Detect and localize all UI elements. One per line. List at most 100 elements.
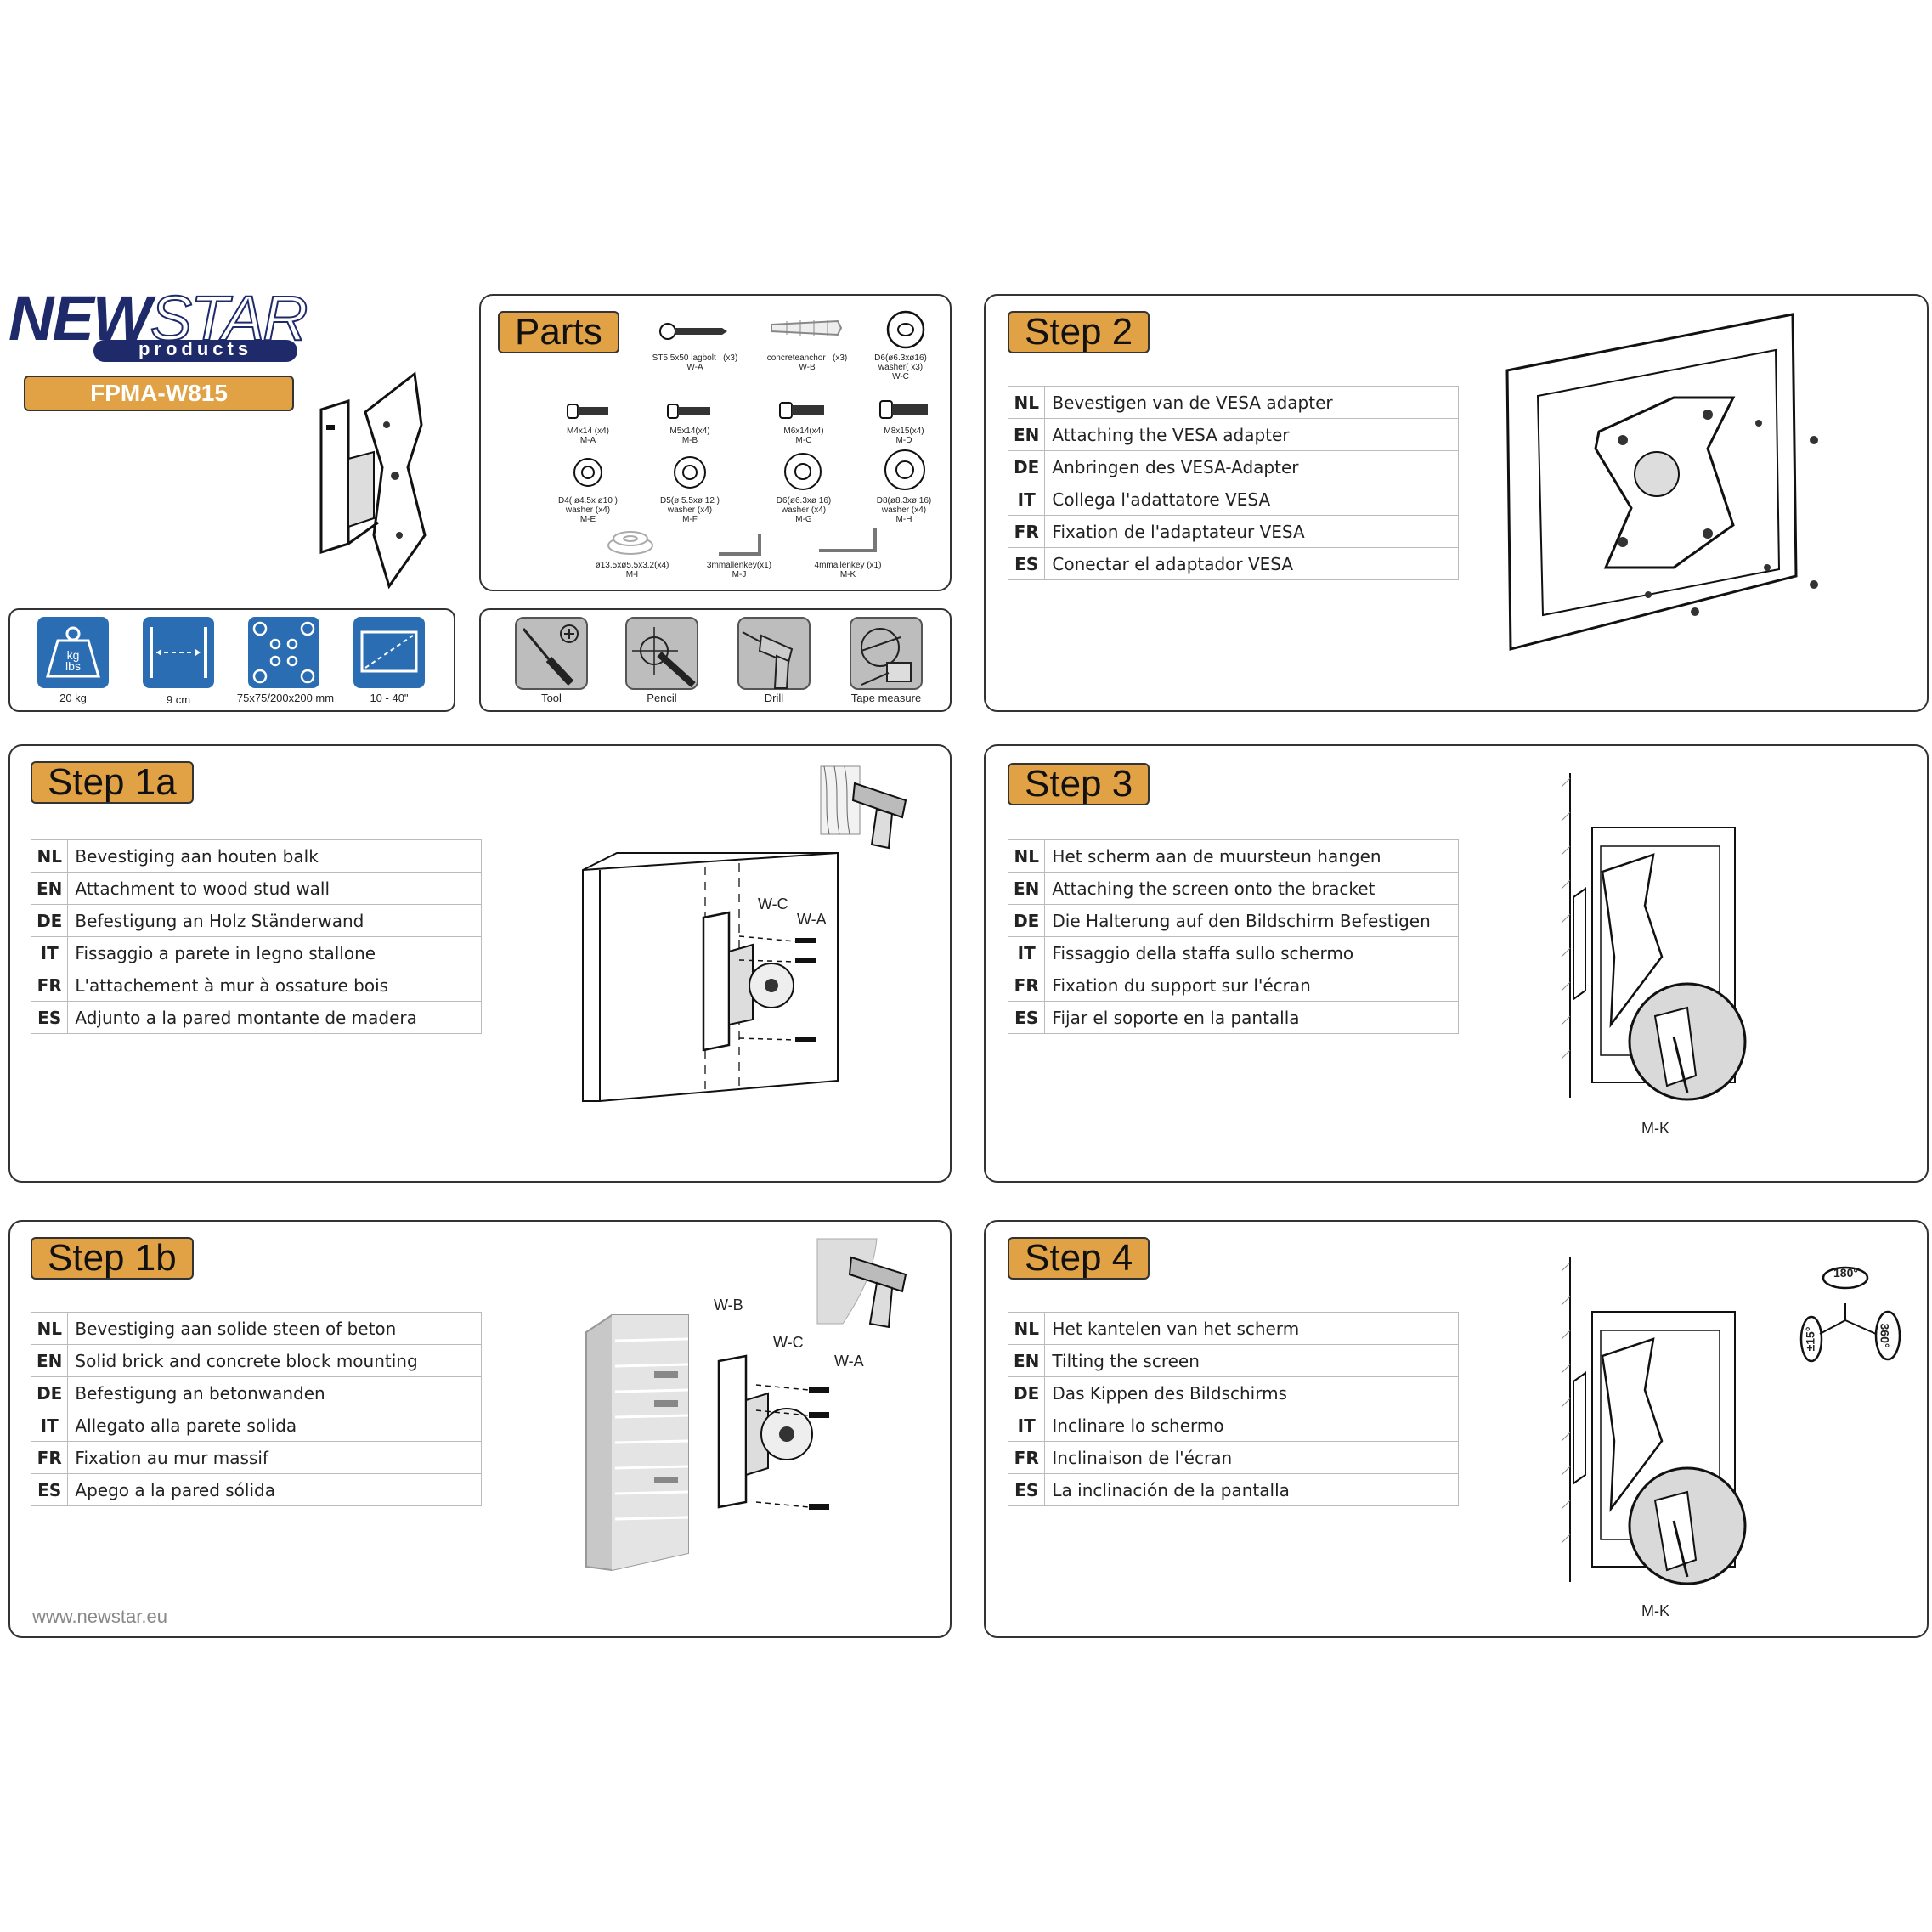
lang-text: Fixation au mur massif [67, 1441, 483, 1474]
brand-logo: NEWSTAR products [8, 286, 314, 364]
lang-code: ES [1007, 1001, 1046, 1034]
lang-code: NL [1007, 1312, 1046, 1345]
lang-code: IT [1007, 483, 1046, 516]
tape-measure-icon [850, 617, 923, 690]
part-mi: ø13.5xø5.5x3.2(x4)M-I [595, 561, 669, 579]
lang-text: Fijar el soporte en la pantalla [1044, 1001, 1460, 1034]
part-me: D4( ø4.5x ø10 )washer (x4)M-E [557, 496, 619, 524]
lang-text: Fissaggio della staffa sullo schermo [1044, 936, 1460, 969]
weight-kg: kg [66, 648, 80, 662]
lang-code: DE [1007, 1376, 1046, 1409]
step4-callout-mk: M-K [1641, 1602, 1669, 1619]
step1b-drill-inset [816, 1238, 907, 1329]
part-wb: concreteanchor (x3)W-B [766, 353, 848, 372]
part-wa: ST5.5x50 lagbolt (x3)W-A [652, 353, 738, 372]
step3-title: Step 3 [1008, 763, 1150, 805]
model-label: FPMA-W815 [24, 376, 294, 411]
callout-wc-1b: W-C [773, 1334, 804, 1351]
callout-wb: W-B [714, 1296, 743, 1313]
lang-text: Het kantelen van het scherm [1044, 1312, 1460, 1345]
part-mg: D6(ø6.3xø 16)washer (x4)M-G [776, 496, 832, 524]
part-mj: 3mmallenkey(x1)M-J [706, 561, 772, 579]
screw-md-icon [879, 400, 928, 419]
step1a-illustration [582, 852, 839, 1102]
washer-mf-icon [674, 456, 706, 489]
lang-text: Attaching the screen onto the bracket [1044, 872, 1460, 905]
step1b-title: Step 1b [31, 1237, 194, 1280]
tool-label-tape: Tape measure [850, 692, 922, 704]
part-mc: M6x14(x4)M-C [783, 427, 824, 445]
angle-360: 360° [1878, 1323, 1892, 1348]
part-mf: D5(ø 5.5xø 12 )washer (x4)M-F [659, 496, 720, 524]
step2-title: Step 2 [1008, 311, 1150, 353]
step1a-title: Step 1a [31, 761, 194, 804]
lang-text: Solid brick and concrete block mounting [67, 1344, 483, 1377]
spec-weight-label: 20 kg [59, 692, 87, 704]
lang-code: DE [30, 904, 69, 937]
screw-ma-icon [567, 404, 608, 419]
lang-code: DE [30, 1376, 69, 1409]
lang-text: Conectar el adaptador VESA [1044, 547, 1460, 580]
lang-code: FR [1007, 515, 1046, 548]
lang-code: FR [30, 969, 69, 1002]
part-md: M8x15(x4)M-D [884, 427, 924, 445]
parts-title: Parts [498, 311, 619, 353]
footer-url[interactable]: www.newstar.eu [32, 1606, 167, 1627]
lang-code: FR [1007, 1441, 1046, 1474]
lang-code: EN [30, 872, 69, 905]
lang-code: IT [30, 936, 69, 969]
lang-text: L'attachement à mur à ossature bois [67, 969, 483, 1002]
lang-code: IT [1007, 936, 1046, 969]
step4-illustration [1561, 1257, 1747, 1585]
concrete-anchor-icon [771, 319, 843, 336]
lang-text: Das Kippen des Bildschirms [1044, 1376, 1460, 1409]
washer-mg-icon [784, 453, 822, 490]
part-ma: M4x14 (x4)M-A [566, 427, 609, 445]
lang-text: Anbringen des VESA-Adapter [1044, 450, 1460, 483]
callout-wa: W-A [797, 911, 827, 928]
lang-code: FR [30, 1441, 69, 1474]
lang-text: Befestigung an Holz Ständerwand [67, 904, 483, 937]
tool-label-pencil: Pencil [647, 692, 677, 704]
washer-wc-icon [886, 310, 925, 349]
product-illustration [319, 371, 427, 590]
lang-text: Bevestigen van de VESA adapter [1044, 386, 1460, 419]
lang-code: EN [1007, 872, 1046, 905]
step1a-drill-inset [820, 765, 907, 850]
lang-text: Adjunto a la pared montante de madera [67, 1001, 483, 1034]
spacer-mi-icon [607, 531, 653, 555]
part-wc: D6(ø6.3xø16) washer( x3)W-C [874, 353, 927, 381]
step3-illustration [1561, 773, 1747, 1101]
lang-text: Fissaggio a parete in legno stallone [67, 936, 483, 969]
lang-code: NL [1007, 386, 1046, 419]
lang-text: Allegato alla parete solida [67, 1409, 483, 1442]
screw-mb-icon [667, 404, 710, 419]
spec-screen-label: 10 - 40" [370, 692, 409, 704]
lagbolt-icon [659, 323, 727, 340]
lang-code: ES [1007, 547, 1046, 580]
part-mb: M5x14(x4)M-B [669, 427, 710, 445]
lang-code: FR [1007, 969, 1046, 1002]
lang-text: Fixation du support sur l'écran [1044, 969, 1460, 1002]
lang-code: EN [1007, 418, 1046, 451]
lang-text: Fixation de l'adaptateur VESA [1044, 515, 1460, 548]
screw-mc-icon [779, 402, 824, 419]
